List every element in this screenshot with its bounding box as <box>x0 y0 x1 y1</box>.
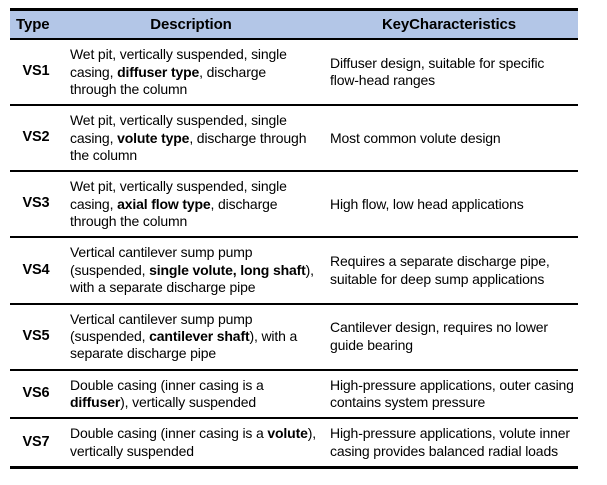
cell-pump-type: VS7 <box>10 417 62 468</box>
description-emphasis: single volute, long shaft <box>149 261 306 278</box>
description-emphasis: axial flow type <box>117 195 211 212</box>
table-row: VS1 Wet pit, vertically suspended, single… <box>10 39 578 105</box>
cell-description: Wet pit, vertically suspended, single ca… <box>62 170 320 238</box>
cell-description: Vertical cantilever sump pump (suspended… <box>62 236 320 304</box>
description-text: , discharge through the column <box>70 63 266 97</box>
cell-pump-type: VS1 <box>22 63 50 80</box>
cell-pump-type: VS6 <box>10 368 62 419</box>
column-header-key-characteristics: KeyCharacteristics <box>320 9 578 41</box>
header-row: Type Description KeyCharacteristics <box>10 9 578 41</box>
cell-key-characteristics: Requires a separate discharge pipe, suit… <box>320 236 578 304</box>
description-emphasis: diffuser type <box>117 63 200 80</box>
description-text: Double casing (inner casing is a <box>70 376 264 393</box>
description-text: ), vertically suspended <box>120 394 256 410</box>
column-header-type: Type <box>10 9 62 41</box>
cell-description: Wet pit, vertically suspended, single ca… <box>62 104 320 172</box>
column-header-description: Description <box>62 9 320 41</box>
cell-pump-type: VS2 <box>10 104 62 172</box>
description-emphasis: diffuser <box>70 394 121 410</box>
description-emphasis: cantilever shaft <box>149 327 250 344</box>
description-emphasis: volute type <box>117 129 190 146</box>
cell-description: Wet pit, vertically suspended, single ca… <box>62 39 320 105</box>
cell-key-characteristics: High-pressure applications, outer casing… <box>320 368 578 419</box>
cell-pump-type: VS5 <box>10 302 62 370</box>
cell-key-characteristics: Cantilever design, requires no lower gui… <box>320 302 578 370</box>
description-text: Vertical cantilever sump pump (suspended… <box>70 244 253 278</box>
cell-description: Vertical cantilever sump pump (suspended… <box>62 302 320 370</box>
description-text: Wet pit, vertically suspended, single ca… <box>70 112 287 146</box>
cell-pump-type: VS3 <box>10 170 62 238</box>
cell-key-characteristics: High-pressure applications, volute inner… <box>320 417 578 468</box>
cell-description: Double casing (inner casing is a volute)… <box>62 417 320 468</box>
description-text: ), vertically suspended <box>70 425 316 459</box>
description-text: ), with a separate discharge pipe <box>70 261 314 296</box>
description-text: ), with a separate discharge pipe <box>70 327 298 362</box>
cell-key-characteristics: High flow, low head applications <box>320 170 578 238</box>
description-text: Vertical cantilever sump pump (suspended… <box>70 310 253 344</box>
cell-description: Double casing (inner casing is a diffuse… <box>62 368 320 419</box>
description-text: Double casing (inner casing is a <box>70 425 268 442</box>
cell-key-characteristics: Diffuser design, suitable for specific f… <box>330 54 545 89</box>
cell-key-characteristics: Most common volute design <box>320 104 578 172</box>
table-header: Type Description KeyCharacteristics <box>10 9 578 41</box>
description-text: , discharge through the column <box>70 129 307 164</box>
description-text: , discharge through the column <box>70 195 278 230</box>
description-text: Wet pit, vertically suspended, single ca… <box>70 46 287 80</box>
description-text: Wet pit, vertically suspended, single ca… <box>70 178 287 212</box>
description-emphasis: volute <box>267 425 308 442</box>
cell-pump-type: VS4 <box>10 236 62 304</box>
